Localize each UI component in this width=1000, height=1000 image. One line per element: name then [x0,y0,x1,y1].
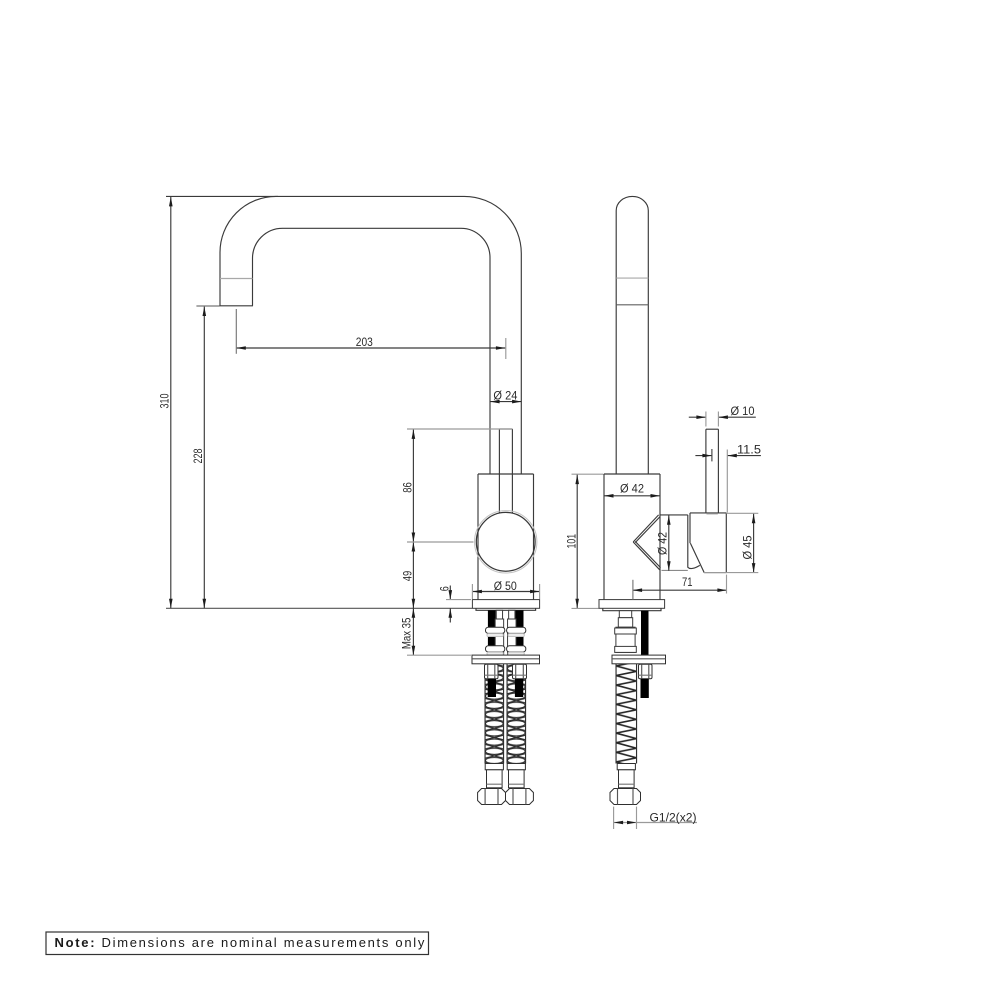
svg-text:86: 86 [400,482,414,493]
svg-text:71: 71 [682,575,693,589]
svg-text:Ø 45: Ø 45 [740,535,754,559]
svg-text:228: 228 [191,448,205,463]
svg-text:Note: Dimensions are nominal m: Note: Dimensions are nominal measurement… [55,935,427,950]
svg-text:Ø 42: Ø 42 [656,532,670,555]
svg-text:49: 49 [400,571,414,582]
svg-text:11.5: 11.5 [737,443,761,457]
svg-text:Ø 10: Ø 10 [731,404,755,418]
svg-text:101: 101 [565,534,579,549]
svg-text:Ø 42: Ø 42 [620,481,644,495]
svg-text:Max 35: Max 35 [399,617,413,649]
svg-text:Ø 24: Ø 24 [493,388,517,402]
svg-text:6: 6 [437,586,451,591]
svg-text:203: 203 [356,335,373,349]
svg-text:G1/2(x2): G1/2(x2) [650,810,697,824]
svg-text:310: 310 [158,393,172,408]
svg-text:Ø 50: Ø 50 [494,579,517,593]
